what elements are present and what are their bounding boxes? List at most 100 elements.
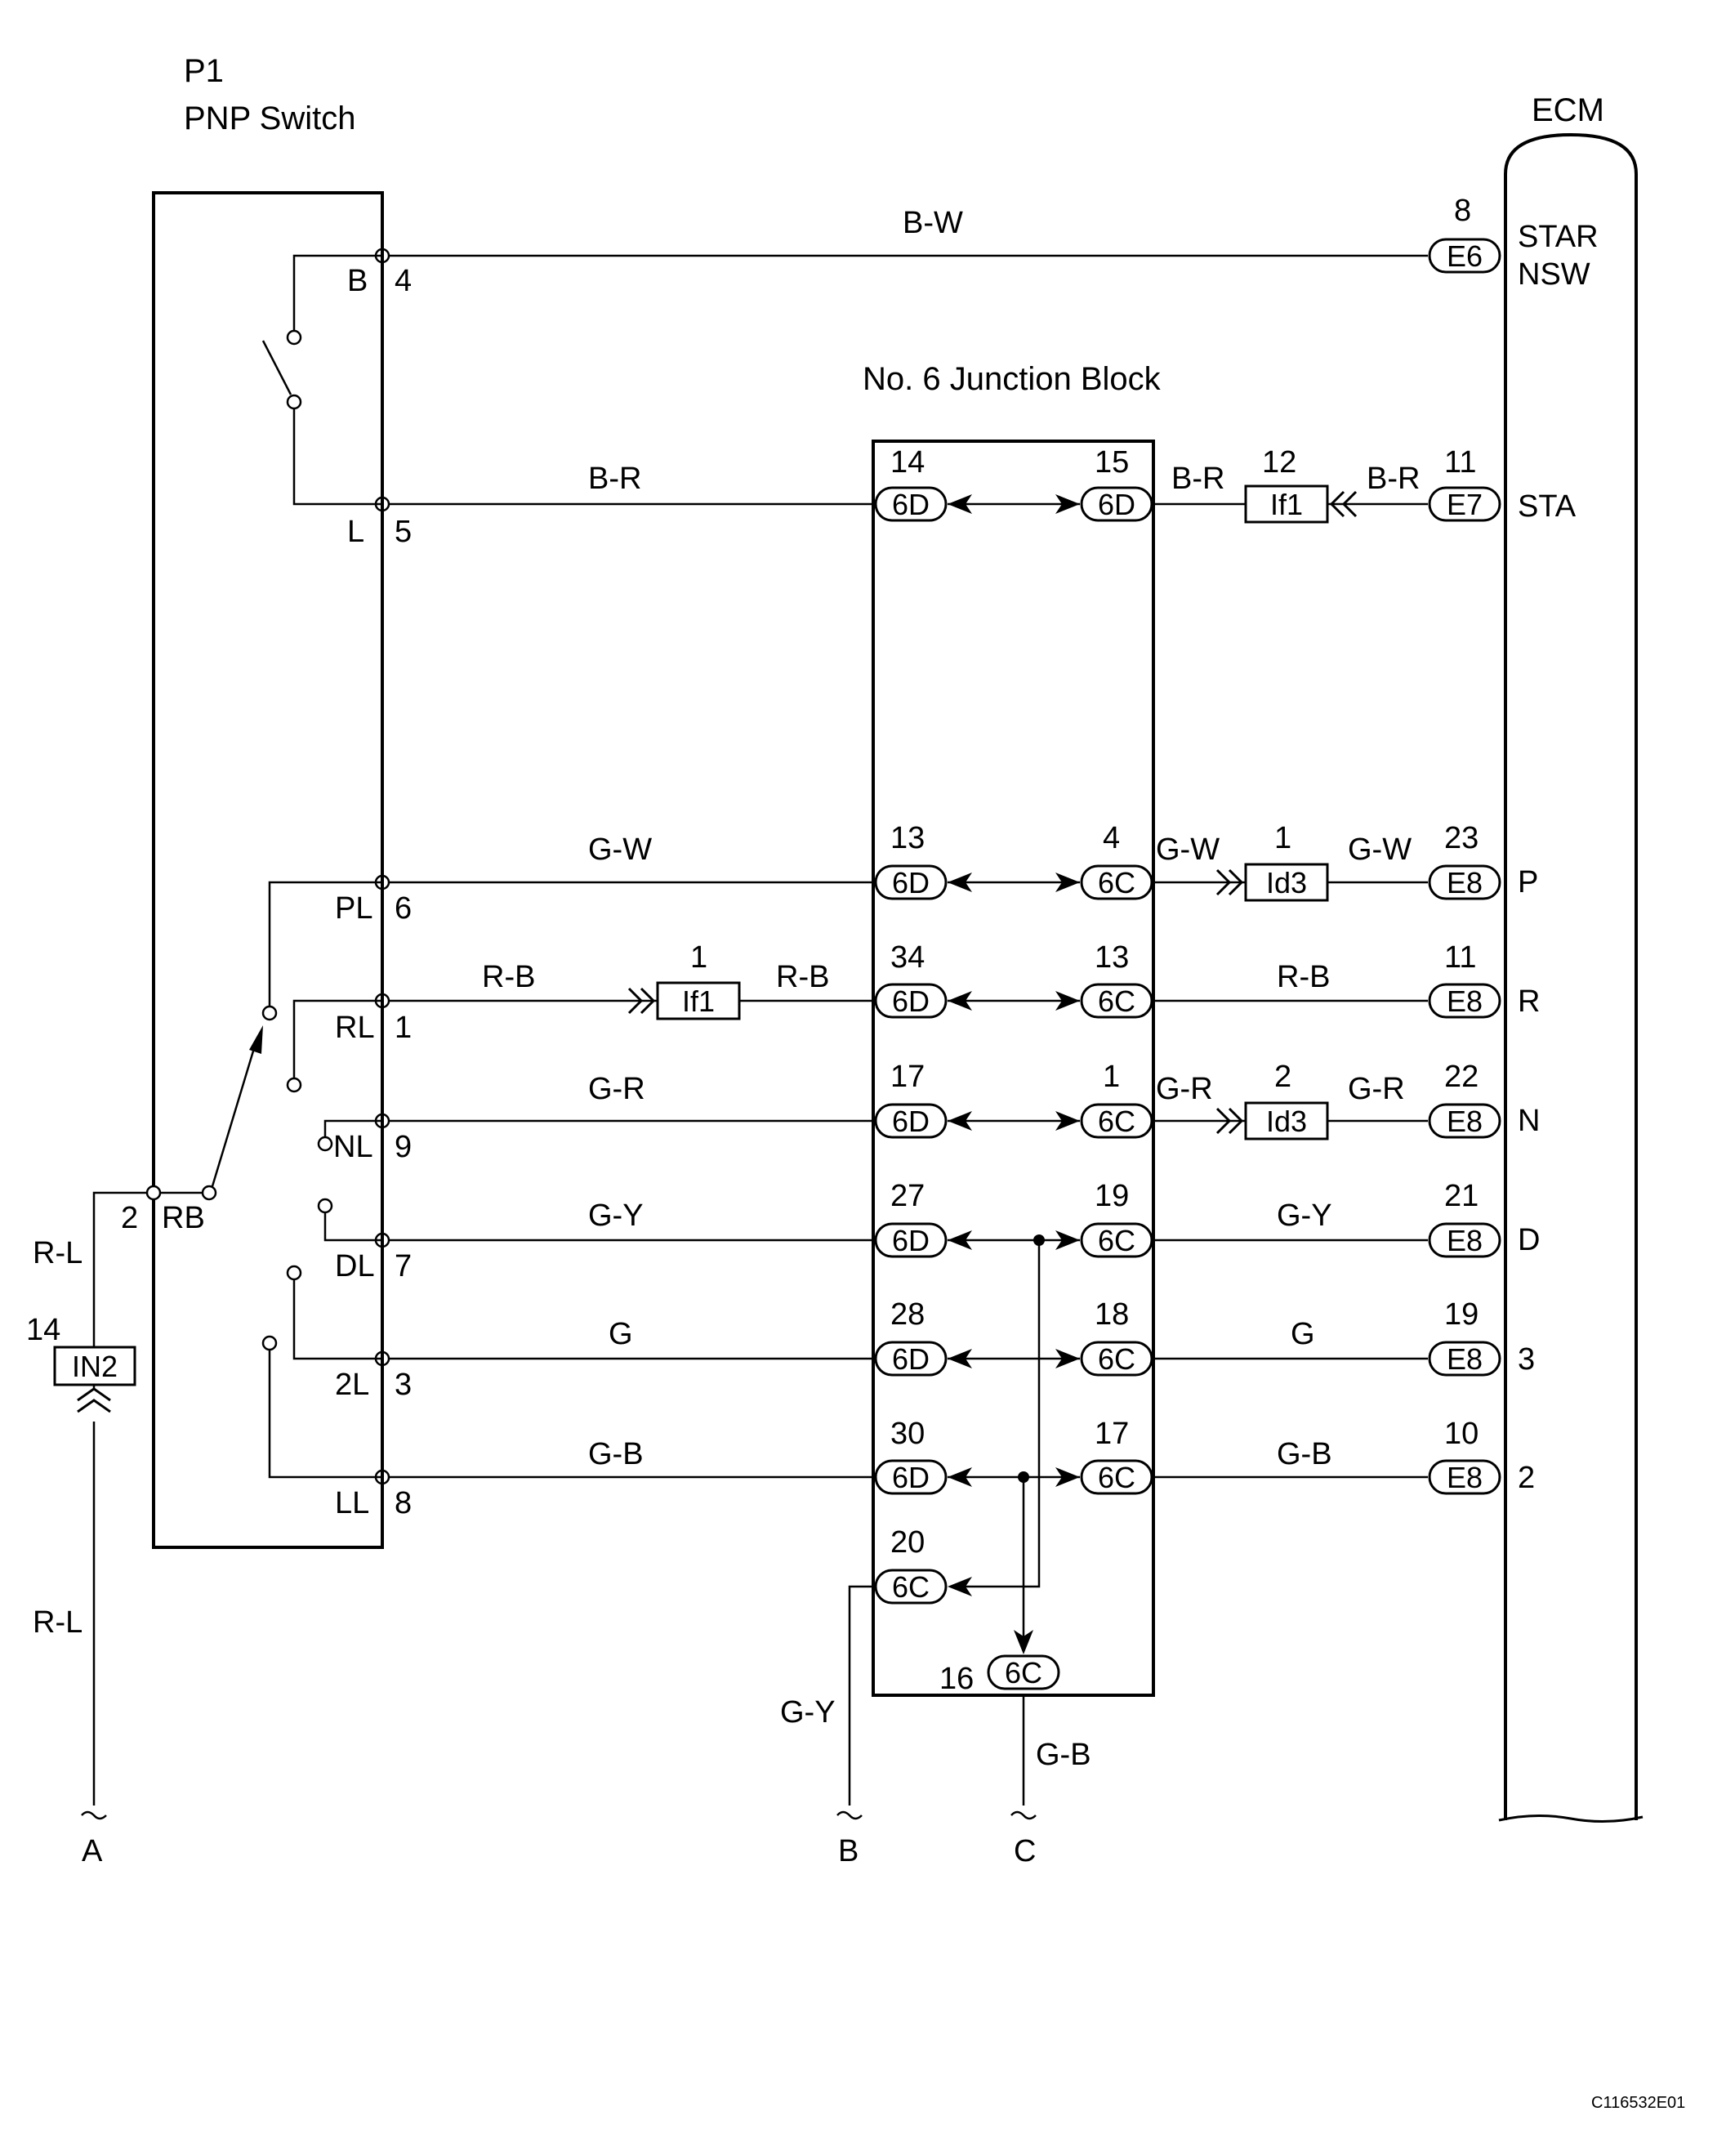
jb-left-connector-label: 6D [892, 984, 930, 1018]
ecm-connector-e8-r-label: E8 [1447, 984, 1483, 1018]
jb-right-pin-13: 13 [1095, 940, 1129, 975]
if1-sta-connector [1244, 484, 1329, 524]
jb-terminal-markers [948, 494, 1080, 1654]
jb-right-connectors: 15 6D 4 6C 13 6C 1 6C 19 6C 18 6C 17 6C … [939, 445, 1153, 1696]
jb-left-pin-27: 27 [890, 1179, 925, 1213]
junction-block-title: No. 6 Junction Block [863, 361, 1162, 397]
ecm-pin-r: 11 [1444, 940, 1476, 975]
terminal-name-2l: 2L [335, 1368, 369, 1402]
female-terminal-icon [1014, 1630, 1033, 1654]
jb-left-connectors: 14 6D 13 6D 34 6D 17 6D 27 6D 28 6D 30 6… [874, 445, 948, 1605]
jb-right-connector-label: 6C [1098, 1224, 1135, 1257]
wire-label-g-y-2: G-Y [1277, 1199, 1332, 1233]
jb-left-connector-label: 6D [892, 1342, 930, 1376]
wire-r-l: R-L R-L 14 IN2 A [26, 1191, 147, 1868]
wire-break-icon [81, 1810, 107, 1820]
wire-label-b-r-2: B-R [1171, 462, 1224, 496]
terminal-name-nl: NL [333, 1130, 373, 1164]
wire-break-icon [836, 1810, 863, 1820]
jb-left-pin-14: 14 [890, 445, 925, 480]
ecm-name-d: D [1518, 1223, 1540, 1257]
jb-left-pin-20: 20 [890, 1525, 925, 1560]
wire-label-g-b-2: G-B [1277, 1437, 1332, 1471]
figure-id: C116532E01 [1591, 2094, 1685, 2112]
ecm: ECM 8 STAR NSW 11 STA 23 P 11 R 22 N 21 … [1444, 92, 1644, 1823]
ecm-connector-e8-d-label: E8 [1447, 1224, 1483, 1257]
jb-left-connector-label: 6D [892, 866, 930, 899]
in2-connector [53, 1346, 136, 1386]
terminal-pin-dl: 7 [395, 1249, 412, 1283]
if1-r-pin: 1 [690, 940, 707, 975]
wire-labels: B-W B-R B-R B-R G-W G-W G-W R-B R-B R-B … [482, 206, 1420, 1772]
ecm-name-star: STAR [1518, 220, 1599, 254]
terminal-pin-l: 5 [395, 515, 412, 549]
id3-n-pin: 2 [1274, 1060, 1291, 1094]
wire-label-g-b-1: G-B [588, 1437, 644, 1471]
terminal-name-rl: RL [335, 1011, 375, 1045]
jb-left-pin-28: 28 [890, 1297, 925, 1332]
jb-left-connector-label: 6D [892, 1224, 930, 1257]
wire-label-g-b-3: G-B [1036, 1738, 1091, 1772]
terminal-pin-2l: 3 [395, 1368, 412, 1402]
id3-p-connector [1244, 863, 1329, 902]
jb-left-pin-30: 30 [890, 1417, 925, 1451]
jb-right-connector-label: 6D [1098, 488, 1135, 521]
ecm-outline [1504, 132, 1638, 1820]
female-terminal-icon [1055, 991, 1080, 1011]
wire-label-g-r-1: G-R [588, 1072, 645, 1106]
female-terminal-icon [1055, 1349, 1080, 1368]
male-terminal-icon [1215, 868, 1244, 896]
in2-pin: 14 [26, 1313, 60, 1347]
female-terminal-icon [948, 1349, 972, 1368]
start-switch-contact [261, 254, 382, 506]
off-page-a: A [82, 1834, 103, 1868]
selector-arrow-icon [249, 1025, 263, 1054]
ecm-pin-d: 21 [1444, 1179, 1479, 1213]
terminal-name-b: B [347, 264, 368, 298]
jb-bottom-connector-label: 6C [1005, 1656, 1042, 1690]
terminal-name-rb: RB [162, 1201, 205, 1235]
ecm-cut-edge [1498, 1814, 1644, 1823]
inline-connectors: 12 If1 1 Id3 1 If1 2 Id3 [627, 445, 1358, 1140]
if1-r-label: If1 [682, 984, 715, 1018]
jb-bottom-pin-16: 16 [939, 1662, 974, 1696]
in2-male-terminal-icon [77, 1387, 111, 1413]
jb-left-pin-17: 17 [890, 1060, 925, 1094]
ecm-connector-e6-label: E6 [1447, 239, 1483, 273]
ecm-name-n: N [1518, 1104, 1540, 1138]
junction-block: No. 6 Junction Block [863, 361, 1162, 1697]
ecm-name-p: P [1518, 865, 1538, 899]
male-terminal-icon [1215, 1107, 1244, 1135]
wire-label-g-w-1: G-W [588, 832, 652, 867]
pnp-switch-id: P1 [184, 53, 224, 89]
ecm-connector-e8-p-label: E8 [1447, 866, 1483, 899]
jb-right-connector-label: 6C [1098, 1342, 1135, 1376]
jb-left-pin-13: 13 [890, 821, 925, 855]
off-page-b: B [838, 1834, 859, 1868]
ecm-name-2: 2 [1518, 1461, 1535, 1495]
pnp-switch: P1 PNP Switch B 4 L 5 PL 6 RL 1 NL 9 2 R… [121, 53, 412, 1549]
wire-break-icon [1010, 1810, 1037, 1820]
wire-label-g-y-3: G-Y [780, 1695, 836, 1730]
ecm-name-nsw: NSW [1518, 257, 1590, 292]
jb-right-pin-17: 17 [1095, 1417, 1129, 1451]
id3-p-pin: 1 [1274, 821, 1291, 855]
wire-label-g-y-1: G-Y [588, 1199, 644, 1233]
jb-right-pin-1: 1 [1103, 1060, 1120, 1094]
terminal-pin-rl: 1 [395, 1011, 412, 1045]
wire-label-r-b-1: R-B [482, 960, 535, 994]
female-terminal-icon [1055, 1230, 1080, 1250]
splice-dot-g-y [1033, 1234, 1045, 1246]
if1-sta-label: If1 [1270, 488, 1303, 521]
terminal-pin-pl: 6 [395, 891, 412, 926]
wire-label-g-2: G [1291, 1317, 1315, 1351]
if1-sta-pin: 12 [1262, 445, 1296, 480]
pnp-switch-name: PNP Switch [184, 100, 355, 136]
id3-p-label: Id3 [1266, 866, 1307, 899]
female-terminal-icon [948, 1230, 972, 1250]
terminal-name-l: L [347, 515, 364, 549]
terminal-pin-nl: 9 [395, 1130, 412, 1164]
ecm-name-r: R [1518, 984, 1540, 1019]
off-page-c: C [1014, 1834, 1036, 1868]
